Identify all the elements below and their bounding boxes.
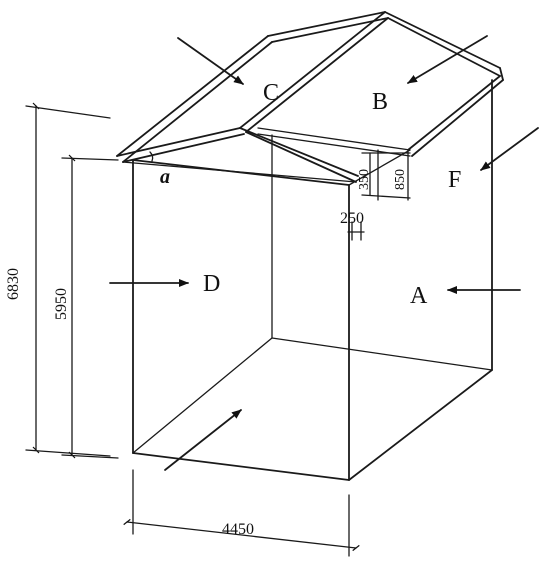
arrows [109, 35, 539, 471]
dim-width: 4450 [222, 521, 254, 538]
dim-wall-height: 5950 [53, 288, 70, 320]
arrow-c [177, 37, 244, 85]
surface-label-b: B [372, 89, 388, 115]
angle-label: a [160, 166, 170, 188]
arrow-floor [164, 409, 242, 471]
arrow-f [480, 127, 539, 171]
surface-label-c: C [263, 80, 279, 106]
dimension-lines [25, 102, 411, 557]
surface-label-d: D [203, 271, 220, 297]
arrow-b [407, 35, 488, 84]
dim-350: 350 [357, 169, 372, 190]
dim-total-height: 6830 [5, 268, 22, 300]
surface-label-f: F [448, 167, 461, 193]
roof-frame [116, 11, 504, 183]
surface-label-a: A [410, 283, 428, 309]
dim-eave-width: 250 [340, 210, 364, 227]
dim-850: 850 [393, 169, 408, 190]
